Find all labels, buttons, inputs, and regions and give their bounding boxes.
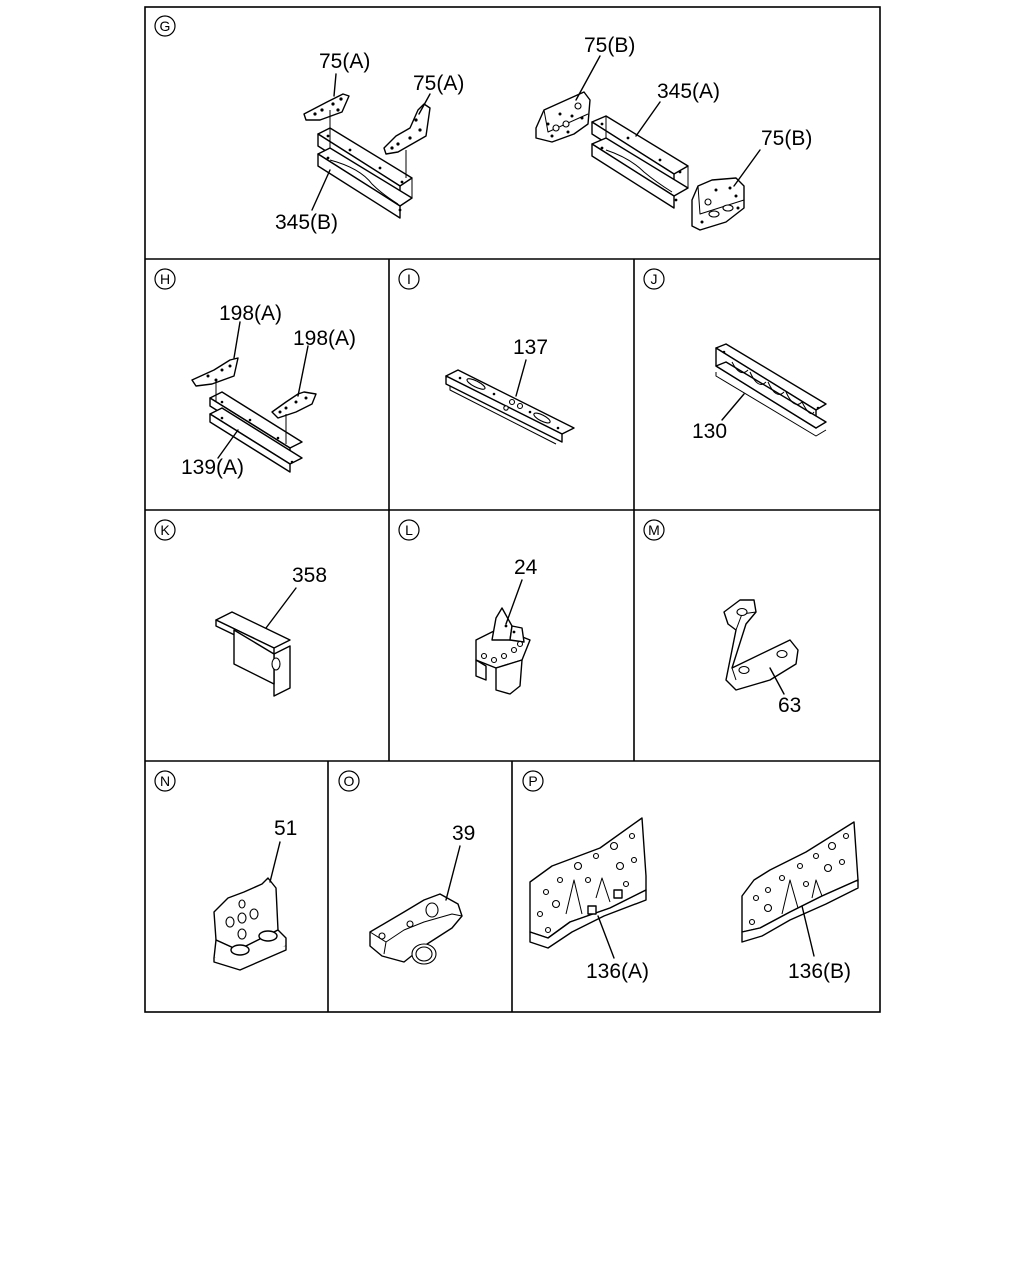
section-l: L 24 [398, 519, 538, 695]
part-137-channel [445, 369, 575, 445]
section-h: H 198(A) 198(A) 139(A) [154, 268, 356, 479]
leader-345a [635, 101, 661, 137]
leader-75b-upper [575, 55, 601, 101]
section-m-letter: M [648, 522, 660, 538]
leader-358 [265, 587, 297, 629]
leader-63 [769, 667, 785, 695]
part-198a-plate-left [191, 357, 239, 387]
part-198a-plate-right [271, 391, 317, 419]
section-k-letter: K [160, 522, 170, 538]
part-345b-crossmember [317, 110, 413, 219]
label-136b: 136(B) [788, 960, 851, 983]
section-j: J 130 [643, 268, 827, 443]
label-24: 24 [514, 556, 538, 579]
section-o: O 39 [338, 770, 475, 965]
section-l-letter: L [405, 522, 413, 538]
part-130-crossmember [715, 343, 827, 437]
leader-198a-left [233, 321, 241, 359]
section-n-marker [154, 770, 176, 792]
part-358-bracket [215, 611, 291, 697]
part-63-bracket [723, 599, 799, 691]
leader-75a-left [333, 73, 337, 97]
section-o-letter: O [344, 773, 355, 789]
section-j-letter: J [651, 271, 658, 287]
label-63: 63 [778, 694, 801, 717]
leader-51 [269, 841, 281, 883]
label-130: 130 [692, 420, 727, 443]
section-l-marker [398, 519, 420, 541]
section-g-letter: G [160, 18, 171, 34]
part-75b-bracket-upper [535, 91, 591, 143]
section-k: K 358 [154, 519, 327, 697]
section-i-letter: I [407, 271, 411, 287]
leader-345b [311, 169, 331, 211]
label-139a: 139(A) [181, 456, 244, 479]
leader-137 [515, 359, 527, 397]
section-h-letter: H [160, 271, 170, 287]
label-136a: 136(A) [586, 960, 649, 983]
part-139a-crossmember [209, 380, 303, 473]
part-24-bracket [475, 607, 531, 695]
section-h-marker [154, 268, 176, 290]
section-m-marker [643, 519, 665, 541]
leader-136b [801, 905, 815, 957]
label-39: 39 [452, 822, 475, 845]
part-136b-panel [741, 821, 859, 943]
label-75b-lower: 75(B) [761, 127, 812, 150]
label-358: 358 [292, 564, 327, 587]
leader-130 [721, 393, 745, 421]
label-51: 51 [274, 817, 297, 840]
part-75a-plate-left [303, 93, 350, 121]
section-g: G 75(A) 75(A) 345(B) [154, 15, 812, 234]
part-39-bracket [369, 893, 463, 965]
section-i: I 137 [398, 268, 575, 445]
part-136a-panel [529, 817, 647, 949]
leader-139a [217, 429, 239, 459]
part-51-bracket [213, 877, 287, 971]
section-j-marker [643, 268, 665, 290]
leader-75b-lower [733, 149, 761, 187]
label-345a: 345(A) [657, 80, 720, 103]
leader-75a-right [418, 93, 431, 115]
leader-198a-right [297, 345, 309, 397]
label-198a-left: 198(A) [219, 302, 282, 325]
section-n-letter: N [160, 773, 170, 789]
section-p-letter: P [528, 773, 537, 789]
section-k-marker [154, 519, 176, 541]
label-137: 137 [513, 336, 548, 359]
part-75a-plate-right [383, 103, 431, 155]
diagram-grid [144, 6, 881, 1013]
section-i-marker [398, 268, 420, 290]
section-n: N 51 [154, 770, 297, 971]
section-o-marker [338, 770, 360, 792]
part-75b-bracket-lower [691, 177, 745, 231]
section-g-marker [154, 15, 176, 37]
label-75a-left: 75(A) [319, 50, 370, 73]
section-p: P 136(A) 136(B) [522, 770, 859, 983]
label-75b-upper: 75(B) [584, 34, 635, 57]
leader-24 [505, 579, 523, 625]
leader-136a [597, 915, 615, 959]
label-345b: 345(B) [275, 211, 338, 234]
part-345a-crossmember [591, 115, 689, 209]
label-75a-right: 75(A) [413, 72, 464, 95]
leader-39 [445, 845, 461, 901]
section-m: M 63 [643, 519, 801, 717]
section-p-marker [522, 770, 544, 792]
label-198a-right: 198(A) [293, 327, 356, 350]
